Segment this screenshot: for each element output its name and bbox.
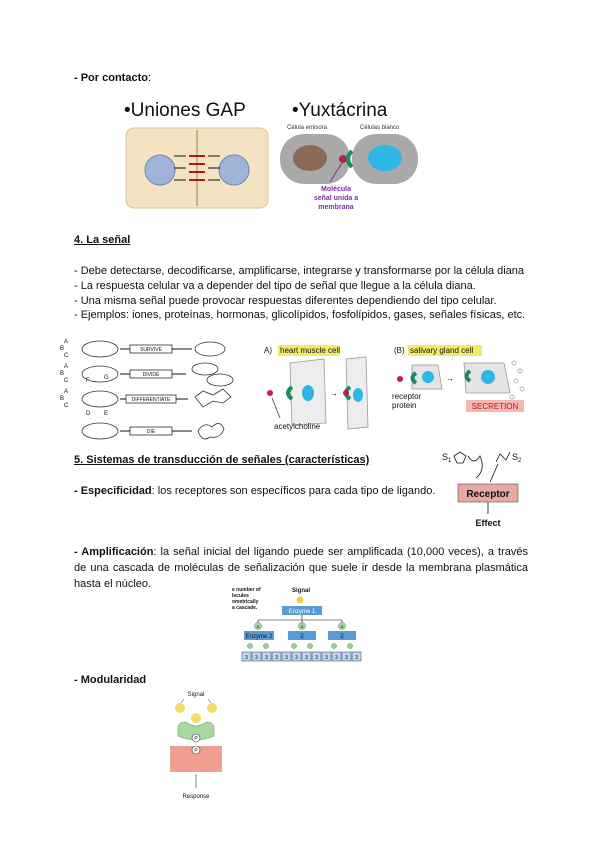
svg-text:A: A <box>64 339 68 345</box>
gap-title: •Uniones GAP <box>124 100 246 121</box>
salivary-gland-figure: (B) salivary gland cell → receptor prote… <box>392 345 525 412</box>
gap-junction-figure: •Uniones GAP <box>124 100 269 209</box>
svg-text:G: G <box>104 375 109 381</box>
modularity-figure: Signal P P Response <box>170 692 222 800</box>
receptor-label: Receptor <box>466 489 509 500</box>
svg-text:A: A <box>257 624 260 629</box>
svg-text:C: C <box>64 378 69 384</box>
target-nucleus <box>368 145 402 171</box>
svg-text:P: P <box>194 736 198 742</box>
svg-text:B: B <box>60 371 64 377</box>
signal-bullet-4: - Ejemplos: iones, proteínas, hormonas, … <box>74 309 526 321</box>
svg-text:A): A) <box>264 346 272 355</box>
effect-label: Effect <box>475 518 500 528</box>
svg-text:(B): (B) <box>394 346 405 355</box>
svg-text:2: 2 <box>518 458 522 464</box>
box-survive: SURVIVE <box>140 347 163 353</box>
svg-text:e number of: e number of <box>232 587 261 593</box>
gap-nucleus-right <box>218 154 250 186</box>
section-signal-heading: 4. La señal <box>74 234 131 246</box>
cell-fate-figure: A B C A B C A B C F G D E SURVIVE DIVIDE… <box>60 339 234 440</box>
svg-text:3: 3 <box>255 655 258 661</box>
svg-text:P: P <box>194 748 198 754</box>
secretion-label: SECRETION <box>472 402 519 411</box>
yuxta-title: •Yuxtácrina <box>292 100 388 121</box>
salivary-title: salivary gland cell <box>410 346 473 355</box>
signal-bullet-1: - Debe detectarse, decodificarse, amplif… <box>74 265 524 277</box>
svg-text:E: E <box>104 411 108 417</box>
svg-text:3: 3 <box>245 655 248 661</box>
svg-text:C: C <box>64 403 69 409</box>
juxtacrine-figure: •Yuxtácrina Célula emisora Células blanc… <box>280 100 418 211</box>
svg-text:S: S <box>442 452 448 462</box>
svg-text:2: 2 <box>340 634 344 640</box>
yuxta-emisora-label: Célula emisora <box>287 125 328 131</box>
box-divide: DIVIDE <box>143 372 160 378</box>
yuxta-blanco-label: Células blanco <box>360 125 400 131</box>
section-transduction-heading: 5. Sistemas de transducción de señales (… <box>74 454 370 466</box>
svg-text:2: 2 <box>300 634 304 640</box>
svg-text:A: A <box>341 624 344 629</box>
cascade-signal: Signal <box>292 588 310 594</box>
svg-text:→: → <box>330 389 338 398</box>
svg-text:a cascade.: a cascade. <box>232 605 258 611</box>
svg-text:A: A <box>301 624 304 629</box>
svg-text:C: C <box>64 353 69 359</box>
svg-text:3: 3 <box>285 655 288 661</box>
receptor-figure: S 1 S 2 Receptor Effect <box>442 451 522 528</box>
enzyme2-label: Enzyme 2 <box>246 634 273 640</box>
heart-title: heart muscle cell <box>280 346 340 355</box>
svg-text:1: 1 <box>448 458 452 464</box>
svg-text:3: 3 <box>355 655 358 661</box>
yuxta-molecule-line2: señal unida a <box>314 195 358 202</box>
gap-nucleus-left <box>144 154 176 186</box>
heart-muscle-figure: A) heart muscle cell → acetylcholine <box>264 345 369 431</box>
svg-text:D: D <box>86 411 91 417</box>
enzyme1-label: Enzyme 1 <box>289 609 316 615</box>
svg-text:S: S <box>512 452 518 462</box>
gap-channels <box>189 155 205 181</box>
amplification-cascade-figure: e number of lecules ometrically a cascad… <box>232 587 362 662</box>
svg-text:3: 3 <box>315 655 318 661</box>
svg-text:F: F <box>86 378 90 384</box>
receptor-label-2: protein <box>392 401 416 410</box>
svg-text:lecules: lecules <box>232 593 249 599</box>
svg-text:A: A <box>64 364 68 370</box>
signal-bullet-3: - Una misma señal puede provocar respues… <box>74 295 497 307</box>
svg-text:3: 3 <box>305 655 308 661</box>
por-contacto-heading: - Por contacto: <box>74 72 152 84</box>
receptor-shape <box>346 149 354 169</box>
emitter-nucleus <box>293 145 327 171</box>
svg-text:A: A <box>64 389 68 395</box>
modular-signal: Signal <box>188 692 205 698</box>
svg-text:3: 3 <box>265 655 268 661</box>
gap-arrows <box>174 155 220 181</box>
svg-text:3: 3 <box>335 655 338 661</box>
especificidad-line: - Especificidad: los receptores son espe… <box>74 485 436 497</box>
box-die: DIE <box>147 429 156 435</box>
acetylcholine-label: acetylcholine <box>274 422 321 431</box>
box-differentiate: DIFFERENTIATE <box>132 397 171 403</box>
svg-text:3: 3 <box>295 655 298 661</box>
modular-response: Response <box>182 794 210 800</box>
amplificacion-paragraph: - Amplificación: la señal inicial del li… <box>74 546 528 590</box>
yuxta-molecule-line3: membrana <box>318 204 354 211</box>
modularidad-label: - Modularidad <box>74 674 147 686</box>
enzyme1-box <box>282 606 322 615</box>
heart-title-highlight <box>278 345 340 356</box>
svg-text:3: 3 <box>275 655 278 661</box>
svg-text:→: → <box>446 374 454 383</box>
signal-molecule <box>339 155 347 163</box>
yuxta-molecule-line1: Molécula <box>321 186 351 193</box>
svg-text:ometrically: ometrically <box>232 599 259 605</box>
signal-bullet-2: - La respuesta celular va a depender del… <box>74 280 476 292</box>
svg-text:3: 3 <box>345 655 348 661</box>
svg-text:B: B <box>60 396 64 402</box>
receptor-label-1: receptor <box>392 392 422 401</box>
svg-text:B: B <box>60 346 64 352</box>
svg-text:3: 3 <box>325 655 328 661</box>
